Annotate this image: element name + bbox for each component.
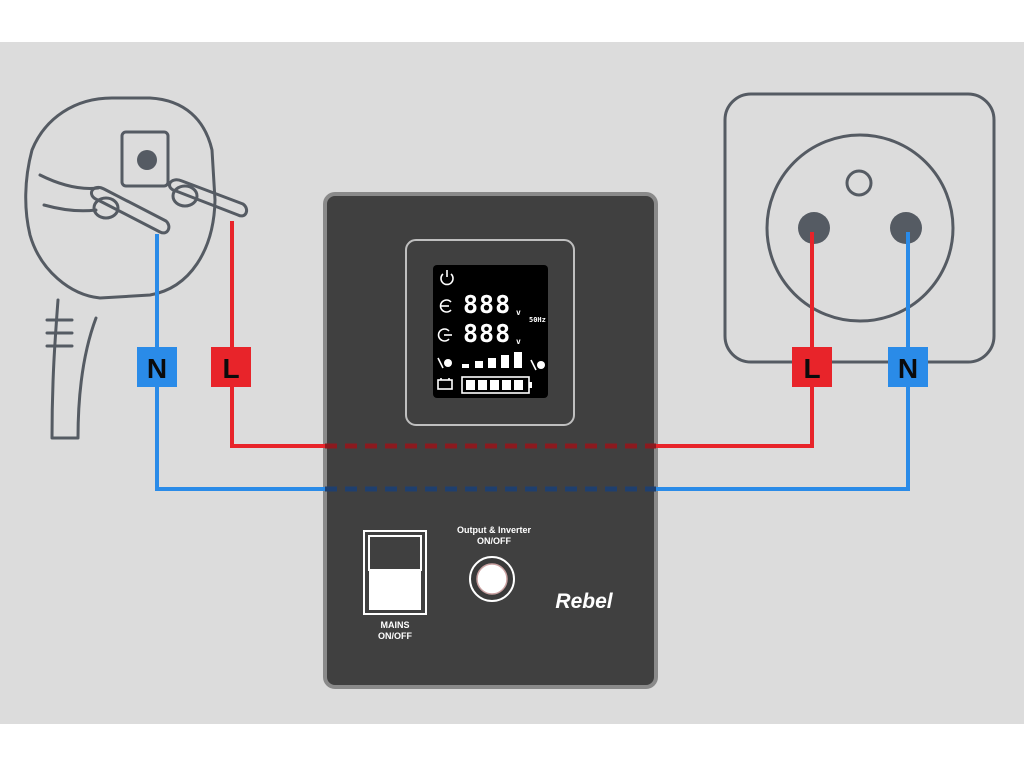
frequency-label: 50Hz <box>529 316 546 324</box>
input-voltage-unit: v <box>516 308 521 317</box>
load-icon-left <box>437 357 452 369</box>
socket-icon <box>723 92 996 364</box>
output-button-label-line1: Output & Inverter <box>457 525 532 535</box>
lcd-display: 888 v 50Hz 888 v <box>405 239 575 426</box>
load-level-bars <box>462 352 522 368</box>
plug-earth-hole <box>137 150 157 170</box>
socket-hole-right <box>890 212 922 244</box>
input-icon <box>439 299 452 313</box>
output-inverter-button[interactable] <box>469 556 515 602</box>
svg-text:L: L <box>803 353 820 384</box>
load-icon-right <box>530 359 545 371</box>
input-voltage-digits: 888 <box>463 290 511 319</box>
mains-label-line1: MAINS <box>381 620 410 630</box>
svg-text:L: L <box>222 353 239 384</box>
mains-switch[interactable] <box>363 530 427 615</box>
mains-label-line2: ON/OFF <box>378 631 412 641</box>
socket-hole-left <box>798 212 830 244</box>
live-wire-input <box>230 221 325 448</box>
output-button-label-line2: ON/OFF <box>477 536 511 546</box>
output-voltage-unit: v <box>516 337 521 346</box>
plug-live-terminal: L <box>211 347 251 387</box>
plug-icon <box>24 96 249 440</box>
power-icon <box>440 270 454 286</box>
socket-neutral-terminal: N <box>888 347 928 387</box>
live-wire-output <box>656 232 814 448</box>
socket-live-terminal: L <box>792 347 832 387</box>
output-voltage-digits: 888 <box>463 319 511 348</box>
brand-logo: Rebel <box>555 590 613 613</box>
output-icon <box>437 328 452 342</box>
plug-neutral-terminal: N <box>137 347 177 387</box>
battery-level-bar <box>461 376 532 394</box>
svg-text:N: N <box>898 353 918 384</box>
battery-icon <box>437 378 453 390</box>
svg-text:N: N <box>147 353 167 384</box>
neutral-wire-output <box>656 232 910 491</box>
neutral-wire-input <box>155 234 325 491</box>
